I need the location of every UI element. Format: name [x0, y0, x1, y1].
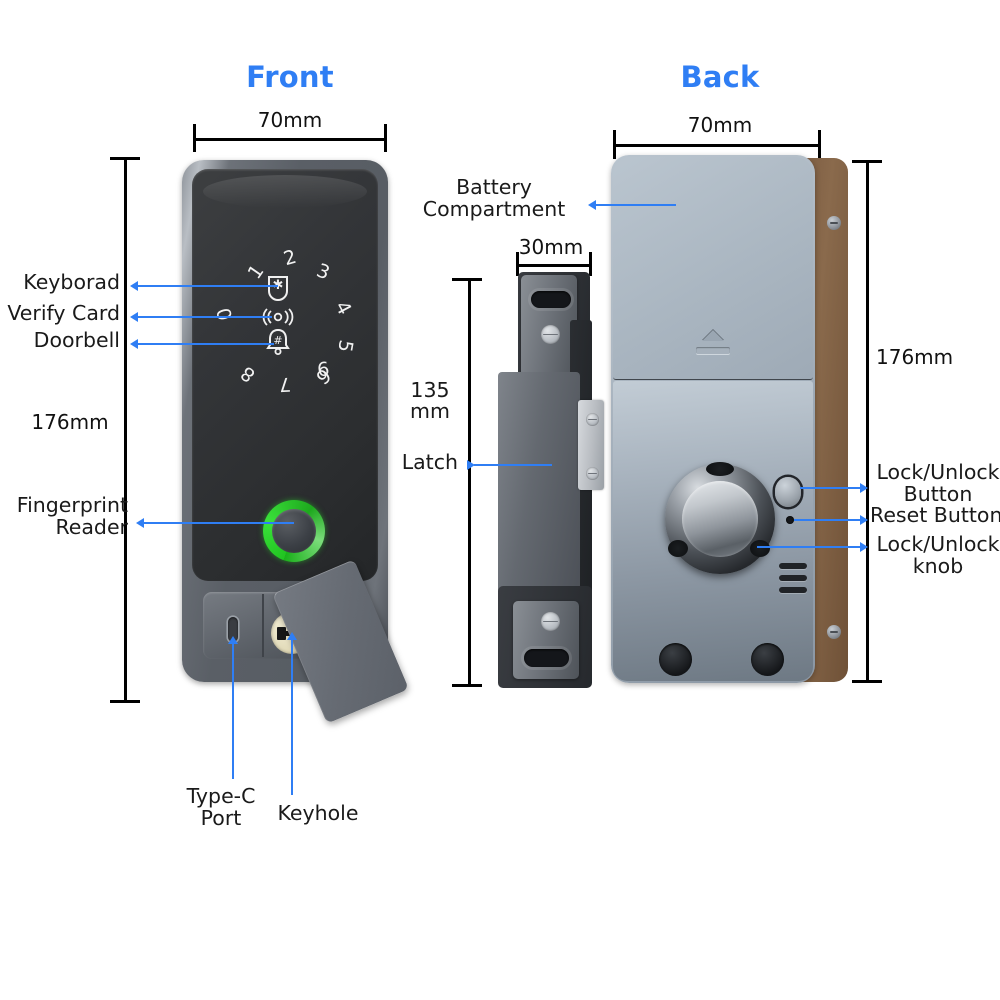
latch-height-dimension-label: 135 mm — [410, 378, 450, 423]
callout-lock-unlock-button-label: Lock/Unlock Button — [876, 460, 1000, 506]
fingerprint-reader[interactable] — [272, 509, 316, 553]
keypad-digit-2[interactable]: 2 — [281, 245, 299, 271]
latch-width-tick-right — [589, 252, 592, 276]
callout-verify-card-line — [138, 316, 272, 318]
callout-battery-label: Battery Compartment — [422, 175, 566, 221]
strike-plate-bottom-screw — [541, 612, 560, 631]
battery-compartment-cover[interactable] — [613, 157, 813, 380]
mounting-hole-right — [751, 643, 784, 676]
keypad-digit-3[interactable]: 3 — [313, 259, 333, 285]
front-width-dimension-label: 70mm — [257, 108, 323, 132]
lock-unlock-knob-cap[interactable] — [682, 481, 758, 557]
doorbell-icon[interactable]: # — [264, 328, 292, 356]
keypad-digit-9-visible[interactable]: 9 — [315, 356, 331, 380]
latch-height-tick-bottom — [452, 684, 482, 687]
battery-release-bar-icon — [696, 347, 730, 354]
callout-keyhole-arrow — [287, 632, 297, 640]
callout-reset-button-arrow — [860, 515, 868, 525]
callout-keyboard-label: Keyborad — [23, 270, 120, 294]
back-width-tick-right — [818, 130, 821, 159]
latch-face-screw-bottom — [586, 467, 599, 480]
strike-plate-top-screw — [541, 325, 560, 344]
speaker-grille-slot-3 — [779, 587, 807, 593]
latch-height-tick-top — [452, 278, 482, 281]
callout-latch-arrow — [467, 460, 475, 470]
reset-button[interactable] — [786, 516, 794, 524]
keypad-digit-8[interactable]: 8 — [236, 361, 260, 387]
callout-verify-card-label: Verify Card — [7, 301, 120, 325]
mounting-hole-left — [659, 643, 692, 676]
callout-keyboard-line — [138, 285, 278, 287]
tray-divider — [262, 594, 264, 657]
side-edge-screw-top — [827, 216, 841, 230]
back-height-tick-bottom — [852, 680, 882, 683]
callout-keyboard-arrow — [130, 281, 138, 291]
callout-fingerprint-label: Fingerprint Reader — [16, 493, 128, 539]
speaker-grille-slot-1 — [779, 563, 807, 569]
knob-notch-top — [706, 462, 734, 476]
back-width-tick-left — [613, 130, 616, 159]
callout-doorbell-line — [138, 343, 274, 345]
keypad-digit-5[interactable]: 5 — [333, 338, 357, 354]
speaker-grille-slot-2 — [779, 575, 807, 581]
callout-type-c-label: Type-C Port — [186, 784, 256, 830]
latch-width-dimension-line — [516, 264, 591, 267]
callout-lock-unlock-button-arrow — [860, 483, 868, 493]
callout-lock-unlock-button-line — [800, 487, 862, 489]
callout-reset-button-line — [794, 519, 862, 521]
callout-latch-line — [474, 464, 552, 466]
front-width-tick-left — [193, 124, 196, 152]
knob-notch-left — [668, 540, 688, 557]
keypad-digit-1[interactable]: 1 — [243, 260, 269, 284]
callout-lock-unlock-knob-label: Lock/Unlock knob — [876, 532, 1000, 578]
callout-fingerprint-arrow — [136, 518, 144, 528]
back-view-title: Back — [680, 60, 760, 94]
side-edge-screw-bottom — [827, 625, 841, 639]
keyhole-slot-left — [277, 627, 286, 640]
latch-width-tick-left — [516, 252, 519, 276]
callout-battery-arrow — [588, 200, 596, 210]
panel-gloss — [203, 175, 367, 209]
keypad-digit-0[interactable]: 0 — [212, 305, 238, 323]
front-view-title: Front — [246, 60, 334, 94]
keypad-digit-4[interactable]: 4 — [330, 297, 356, 319]
callout-lock-unlock-knob-line — [757, 546, 862, 548]
latch-width-dimension-label: 30mm — [518, 235, 584, 259]
callout-verify-card-arrow — [130, 312, 138, 322]
type-c-port[interactable] — [228, 617, 238, 642]
front-height-tick-top — [110, 157, 140, 160]
callout-fingerprint-line — [144, 522, 294, 524]
keypad-digit-7[interactable]: 7 — [278, 372, 292, 396]
svg-text:#: # — [273, 334, 282, 347]
strike-plate-top-slot — [531, 291, 571, 308]
callout-doorbell-label: Doorbell — [33, 328, 120, 352]
callout-type-c-arrow — [228, 636, 238, 644]
knob-notch-right — [750, 540, 770, 557]
callout-reset-button-label: Reset Button — [870, 503, 1000, 527]
callout-keyhole-label: Keyhole — [277, 801, 359, 825]
back-height-dimension-label: 176mm — [876, 345, 954, 369]
latch-height-dimension-line — [468, 278, 471, 686]
back-width-dimension-line — [613, 144, 820, 147]
svg-text:✱: ✱ — [273, 278, 284, 293]
strike-plate-bottom-slot — [524, 649, 569, 667]
back-height-tick-top — [852, 160, 882, 163]
front-height-dimension-label: 176mm — [31, 410, 109, 434]
callout-lock-unlock-knob-arrow — [860, 542, 868, 552]
lock-unlock-button[interactable] — [775, 477, 801, 507]
callout-keyhole-line — [291, 637, 293, 795]
latch-face-screw-top — [586, 413, 599, 426]
keyboard-icon[interactable]: ✱ — [266, 275, 290, 301]
callout-latch-label: Latch — [401, 450, 458, 474]
back-height-dimension-line — [866, 160, 869, 682]
front-width-dimension-line — [193, 138, 386, 141]
callout-type-c-line — [232, 641, 234, 779]
callout-doorbell-arrow — [130, 339, 138, 349]
front-width-tick-right — [384, 124, 387, 152]
back-width-dimension-label: 70mm — [687, 113, 753, 137]
callout-battery-line — [596, 204, 676, 206]
front-height-dimension-line — [124, 157, 127, 703]
front-height-tick-bottom — [110, 700, 140, 703]
battery-release-triangle-icon — [702, 330, 724, 341]
